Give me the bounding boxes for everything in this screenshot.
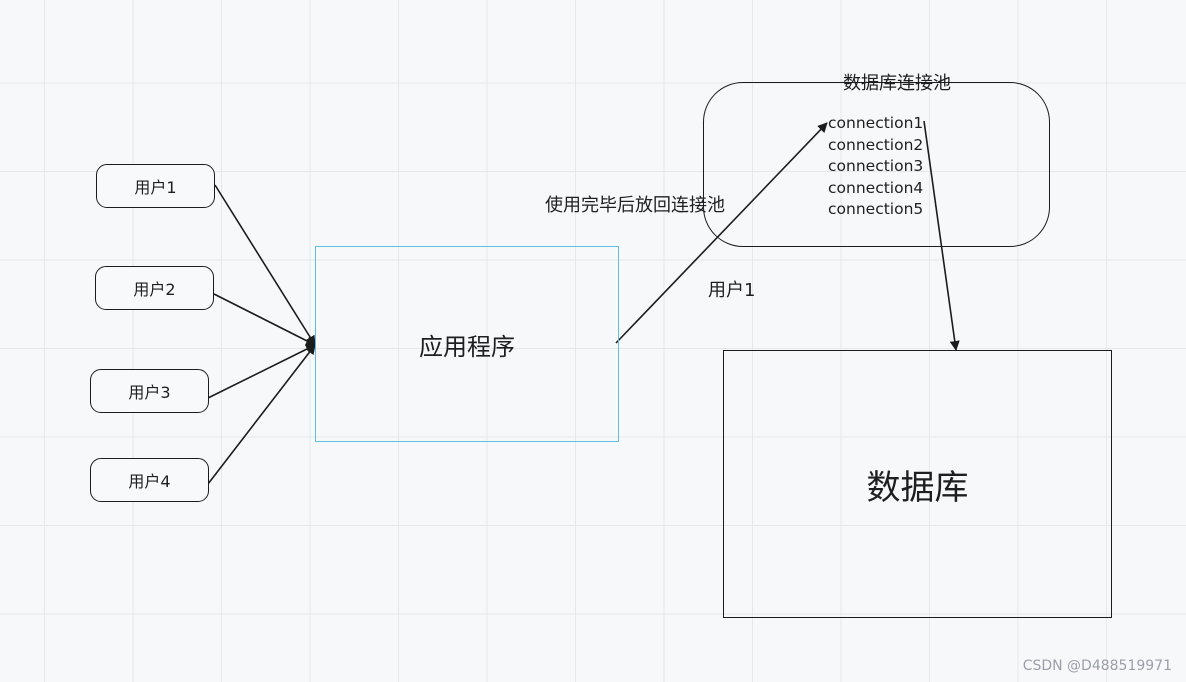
edge-user2-app — [213, 293, 316, 346]
user-node-label: 用户3 — [128, 383, 171, 402]
connection-item: connection3 — [828, 157, 924, 175]
connection-item: connection2 — [828, 135, 924, 154]
user-node-label: 用户1 — [134, 178, 177, 197]
connection-pool-title: 数据库连接池 — [843, 73, 951, 94]
database-node[interactable]: 数据库 — [723, 350, 1112, 618]
connection-item: connection1 — [828, 114, 924, 132]
connection-item: connection5 — [828, 200, 924, 218]
user-node-2[interactable]: 用户2 — [95, 266, 214, 310]
user-node-3[interactable]: 用户3 — [90, 369, 209, 413]
connection-list: connection1 connection2 connection3 conn… — [828, 113, 923, 221]
user-node-label: 用户4 — [128, 472, 171, 491]
edge-user1-app — [214, 184, 316, 346]
edge-user4-app — [207, 344, 316, 485]
connection-item: connection4 — [828, 178, 924, 197]
watermark: CSDN @D488519971 — [1022, 658, 1172, 674]
edge-pool-database — [923, 120, 960, 351]
edge-label-return-to-pool: 使用完毕后放回连接池 — [545, 195, 725, 216]
edge-user3-app — [207, 344, 316, 399]
connection-pool-node[interactable] — [703, 82, 1050, 247]
application-node[interactable]: 应用程序 — [315, 246, 619, 442]
application-label: 应用程序 — [419, 332, 515, 361]
database-label: 数据库 — [866, 467, 969, 508]
user-node-label: 用户2 — [133, 280, 176, 299]
user-node-1[interactable]: 用户1 — [96, 164, 215, 208]
edge-label-user: 用户1 — [708, 280, 756, 301]
user-node-4[interactable]: 用户4 — [90, 458, 209, 502]
